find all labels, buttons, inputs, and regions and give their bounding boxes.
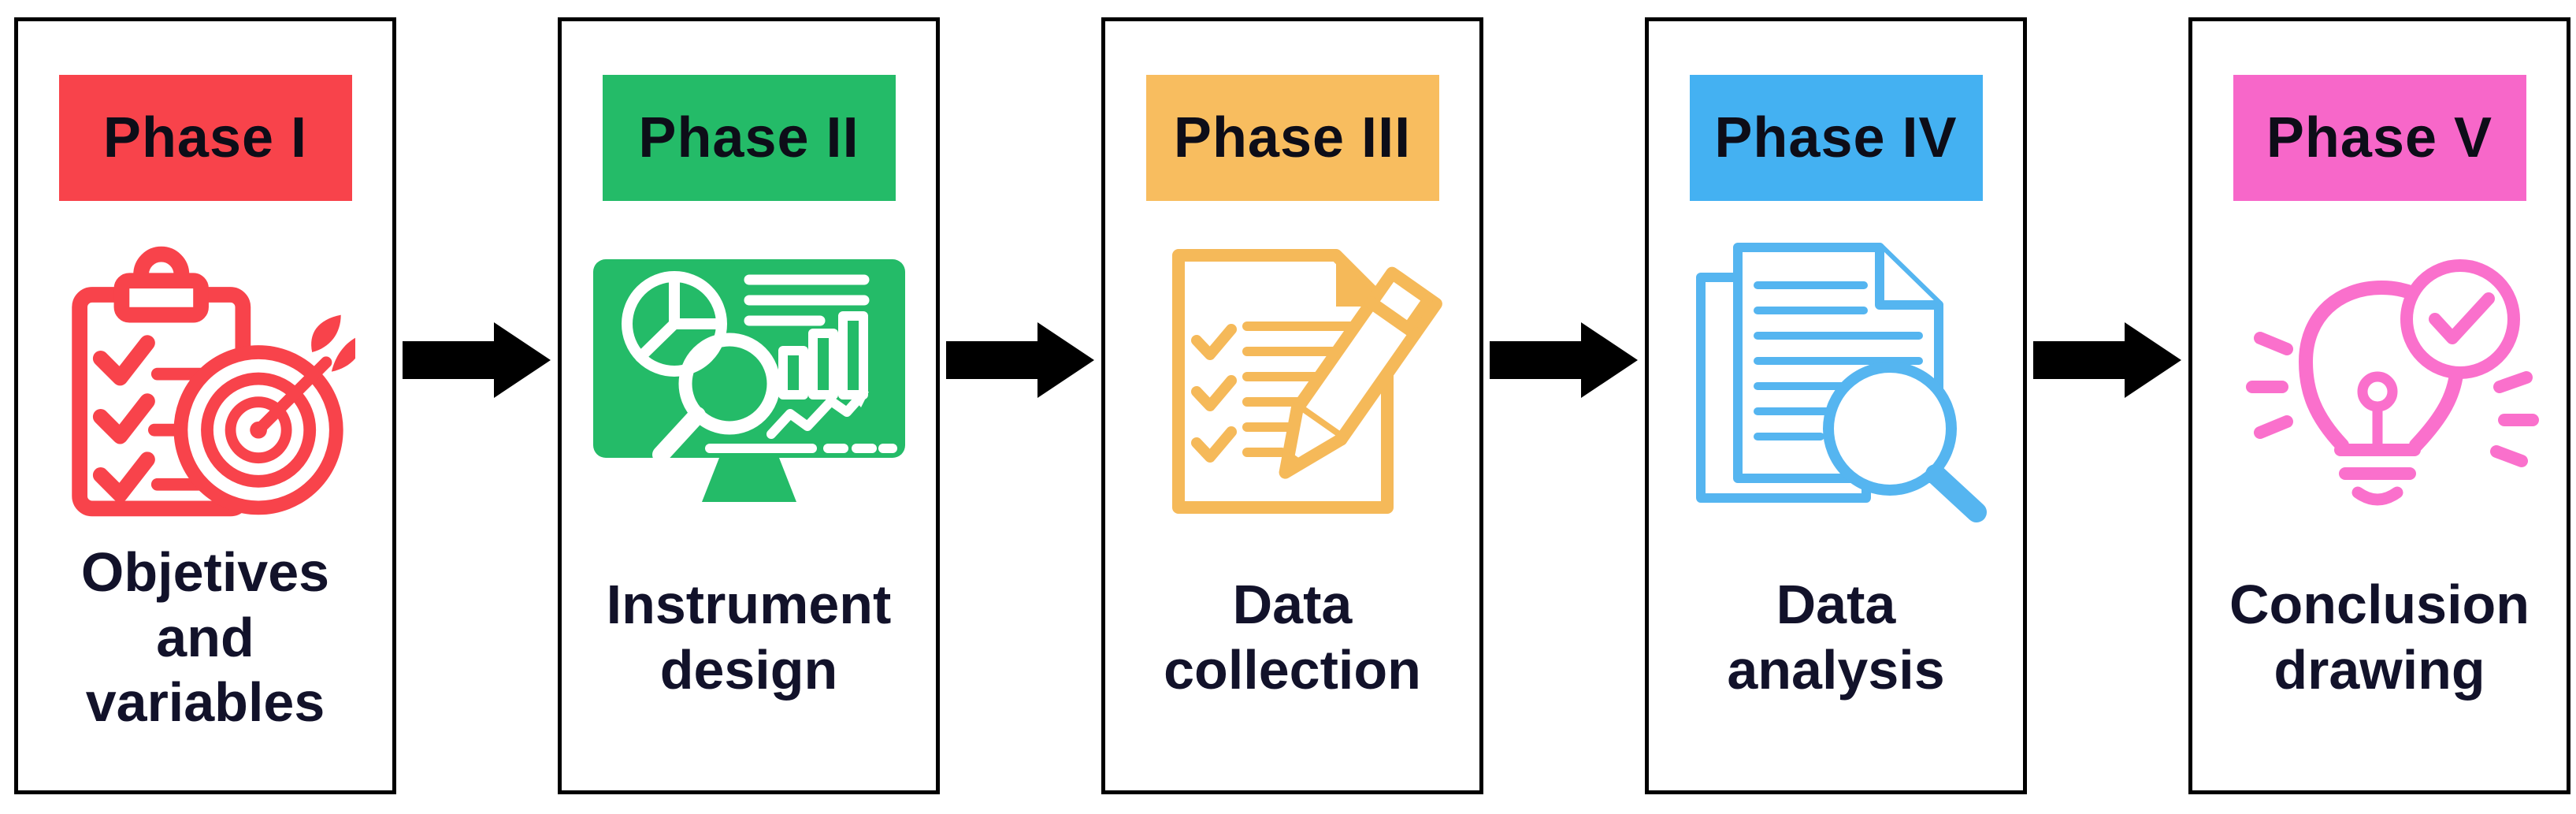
phase-5-caption: Conclusion drawing (2229, 540, 2530, 790)
phase-4-header: Phase IV (1689, 75, 1983, 201)
phase-5-header: Phase V (2233, 75, 2526, 201)
phase-3-label: Phase III (1173, 106, 1412, 169)
caption-line: Instrument (606, 574, 892, 636)
clipboard-target-icon (56, 223, 355, 540)
flow-arrow-icon-2 (946, 322, 1094, 398)
phase-2-header: Phase II (602, 75, 896, 201)
phase-4-caption: Data analysis (1727, 540, 1944, 790)
phase-box-1: Phase I Objetive (14, 17, 396, 794)
caption-line: Data (1232, 574, 1353, 636)
phase-box-4: Phase IV Data analysis (1645, 17, 2027, 794)
phase-2-caption: Instrument design (607, 540, 892, 790)
flow-arrow-icon-1 (403, 322, 551, 398)
phase-4-label: Phase IV (1714, 106, 1958, 169)
caption-line: collection (1164, 639, 1421, 701)
caption-line: variables (85, 671, 325, 734)
phase-5-label: Phase V (2266, 106, 2493, 169)
caption-line: analysis (1727, 639, 1945, 701)
caption-line: Data (1776, 574, 1896, 636)
caption-line: Conclusion (2229, 574, 2530, 636)
documents-magnifier-icon (1679, 223, 1994, 540)
flow-arrow-icon-4 (2033, 322, 2181, 398)
phase-1-label: Phase I (102, 106, 308, 169)
caption-line: design (659, 639, 838, 701)
caption-line: drawing (2273, 639, 2485, 701)
caption-line: and (156, 606, 254, 668)
caption-line: Objetives (80, 541, 330, 604)
phase-2-label: Phase II (638, 106, 859, 169)
monitor-analytics-icon (584, 223, 915, 540)
phase-box-2: Phase II (558, 17, 940, 794)
phase-1-header: Phase I (58, 75, 352, 201)
phase-1-caption: Objetives and variables (81, 540, 329, 790)
checklist-pencil-icon (1135, 223, 1450, 540)
phase-3-header: Phase III (1145, 75, 1439, 201)
flow-arrow-icon-3 (1490, 322, 1638, 398)
phase-3-caption: Data collection (1164, 540, 1421, 790)
phase-box-3: Phase III (1101, 17, 1483, 794)
phase-box-5: Phase V Conclusion drawing (2188, 17, 2570, 794)
lightbulb-check-icon (2214, 223, 2545, 540)
